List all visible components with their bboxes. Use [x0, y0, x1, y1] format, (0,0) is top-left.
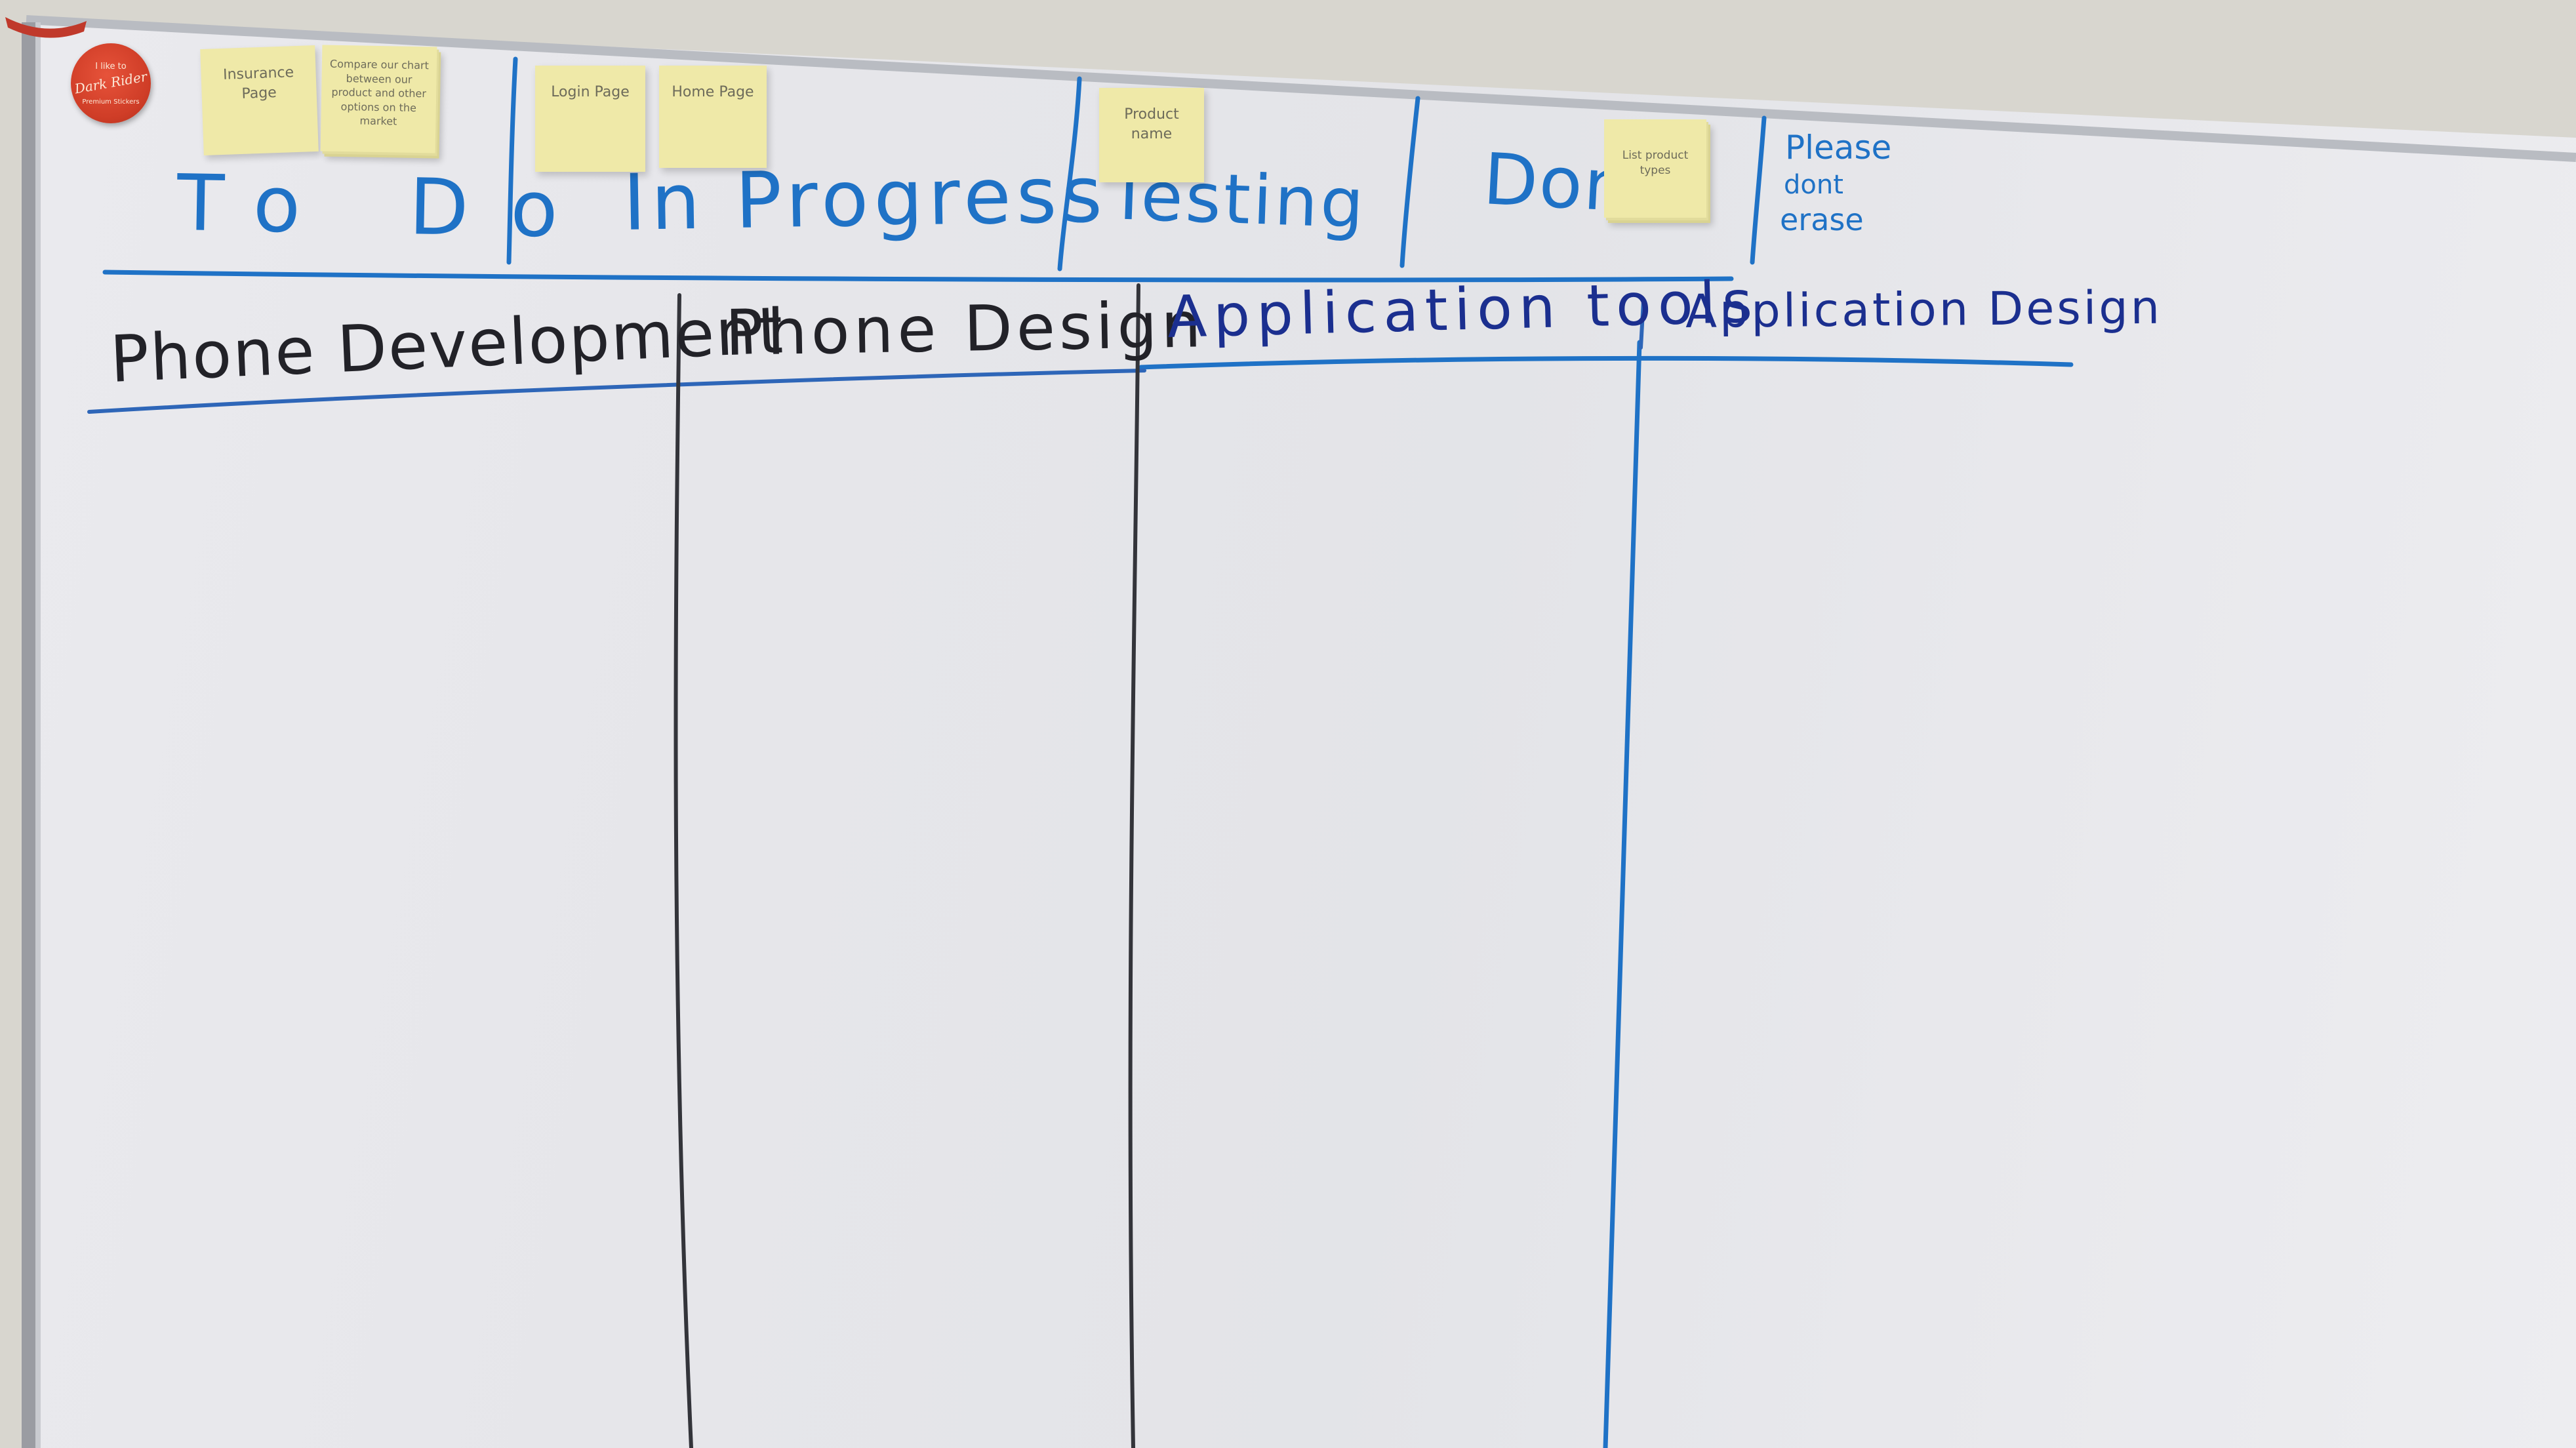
sticky-note-text: Compare our chart between our product an…	[329, 57, 429, 128]
status-separator-1	[506, 56, 518, 265]
lane-separator-3b	[1639, 298, 1645, 350]
sticky-note-text: Home Page	[672, 84, 754, 100]
status-todo: To Do	[176, 157, 601, 256]
sticky-note-login[interactable]: Login Page	[535, 66, 645, 172]
lane-underline-left	[87, 369, 1146, 414]
sticky-note-text: Insurance Page	[222, 64, 294, 102]
sticky-note-home[interactable]: Home Page	[659, 66, 767, 168]
note-line3: erase	[1780, 202, 1864, 237]
status-separator-3	[1399, 96, 1420, 268]
magnet-line1: I like to	[95, 62, 127, 71]
status-underline	[102, 270, 1734, 283]
status-in-progress: In Progress	[622, 149, 1108, 248]
sticky-note-text: Login Page	[551, 84, 630, 100]
sticky-note-text: List product types	[1622, 149, 1689, 177]
red-magnet-sticker[interactable]: I like to Dark Rider Premium Stickers	[71, 43, 151, 123]
sticky-note-text: Product name	[1124, 106, 1179, 142]
sticky-note-product-name[interactable]: Product name	[1099, 88, 1204, 182]
magnet-line3: Premium Stickers	[82, 98, 140, 106]
lane-application-design: Application Design	[1685, 280, 2163, 338]
lane-phone-design: Phone Design	[725, 288, 1206, 370]
lane-separator-3	[1603, 340, 1642, 1448]
lane-separator-1	[674, 293, 693, 1448]
magnet-line2: Dark Rider	[73, 68, 149, 97]
status-separator-4	[1750, 115, 1767, 265]
lane-application-tools: Application tools	[1166, 268, 1760, 351]
lane-underline-right	[1138, 355, 2074, 370]
lane-separator-2	[1128, 283, 1140, 1448]
note-line1: Please	[1785, 129, 1892, 167]
sticky-note-insurance[interactable]: Insurance Page	[200, 45, 319, 156]
sticky-note-compare[interactable]: Compare our chart between our product an…	[320, 45, 437, 153]
note-line2: dont	[1784, 170, 1843, 200]
status-separator-2	[1057, 76, 1082, 272]
sticky-note-product-types[interactable]: List product types	[1604, 119, 1706, 218]
red-clip-icon	[5, 17, 87, 38]
